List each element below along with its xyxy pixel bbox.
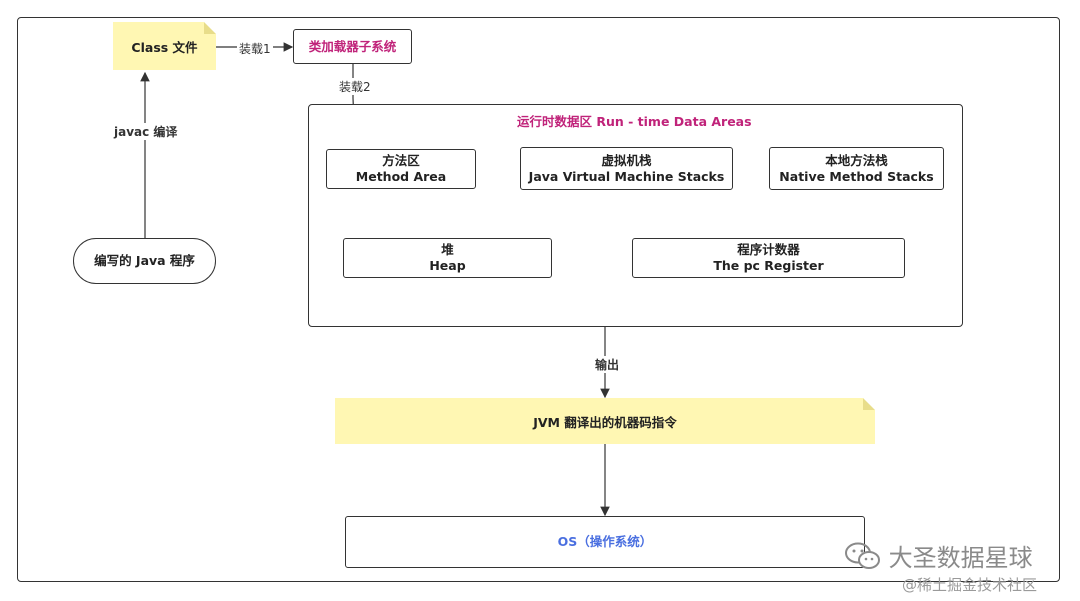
jvm-output-label: JVM 翻译出的机器码指令 (533, 414, 677, 430)
native-stacks-cn: 本地方法栈 (825, 152, 888, 168)
class-file-note: Class 文件 (113, 22, 216, 70)
class-file-label: Class 文件 (131, 39, 198, 55)
watermark-primary: 大圣数据星球 (845, 538, 1033, 573)
java-program-node: 编写的 Java 程序 (73, 238, 216, 284)
pc-register-en: The pc Register (713, 258, 824, 273)
pc-register-box: 程序计数器 The pc Register (632, 238, 905, 278)
runtime-title: 运行时数据区 Run - time Data Areas (517, 114, 752, 129)
heap-cn: 堆 (441, 242, 454, 257)
native-stacks-en: Native Method Stacks (779, 168, 934, 184)
heap-en: Heap (429, 258, 466, 273)
note-fold-icon (863, 398, 875, 410)
jvm-stacks-en: Java Virtual Machine Stacks (528, 168, 725, 184)
pc-register-cn: 程序计数器 (737, 242, 800, 257)
outer-frame (17, 17, 1060, 582)
runtime-data-areas (308, 104, 963, 327)
class-loader-box: 类加载器子系统 (293, 29, 412, 64)
edge-label-javac: javac 编译 (112, 123, 180, 140)
jvm-stacks-cn: 虚拟机栈 (601, 152, 652, 168)
native-stacks-box: 本地方法栈 Native Method Stacks (769, 147, 944, 190)
heap-box: 堆 Heap (343, 238, 552, 278)
class-loader-label: 类加载器子系统 (308, 38, 397, 54)
edge-label-load2: 装载2 (337, 78, 373, 95)
edge-label-output: 输出 (593, 356, 622, 373)
wechat-icon (845, 542, 880, 569)
jvm-stacks-box: 虚拟机栈 Java Virtual Machine Stacks (520, 147, 733, 190)
method-area-en: Method Area (355, 169, 447, 184)
watermark-secondary: @稀土掘金技术社区 (902, 576, 1038, 594)
java-program-label: 编写的 Java 程序 (94, 253, 195, 268)
jvm-output-note: JVM 翻译出的机器码指令 (335, 398, 875, 444)
watermark-primary-text: 大圣数据星球 (888, 544, 1033, 572)
note-fold-icon (204, 22, 216, 34)
method-area-cn: 方法区 (382, 153, 420, 168)
edge-label-load1: 装载1 (237, 40, 273, 57)
os-label: OS（操作系统） (557, 534, 653, 549)
os-box: OS（操作系统） (345, 516, 865, 568)
method-area-box: 方法区 Method Area (326, 149, 476, 189)
